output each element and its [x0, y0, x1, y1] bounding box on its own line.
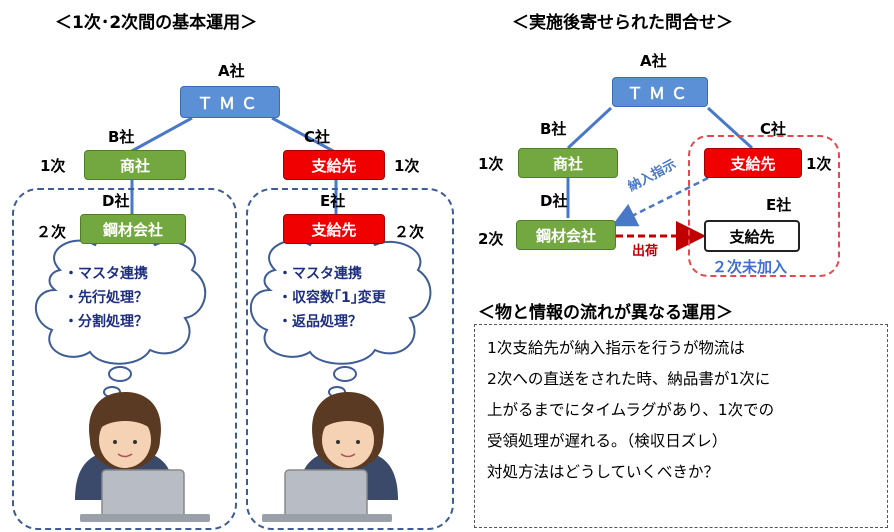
supplier-c-box-right: 支給先	[704, 148, 802, 178]
note-line: 受領処理が遅れる。（検収日ズレ）	[487, 432, 728, 450]
label-company-a-right: A社	[640, 52, 667, 70]
connector-a-b-right	[566, 106, 613, 150]
cloud-list-left: ・マスタ連携 ・先行処理？ ・分割処理？	[64, 262, 148, 334]
person-laptop-illustration-right	[262, 392, 398, 522]
label-tier1-right-right: 1次	[806, 155, 832, 173]
label-company-d: D社	[102, 192, 130, 210]
label-company-b-right: B社	[540, 120, 567, 138]
shipment-label: 出荷	[632, 244, 659, 259]
trading-company-box: 商社	[84, 150, 186, 180]
label-company-e-right: E社	[766, 196, 792, 214]
tmc-box: ＴＭＣ	[180, 86, 280, 118]
label-tier2-right: ２次	[394, 223, 425, 241]
connector-a-c-right	[706, 106, 754, 150]
right-title: ＜実施後寄せられた問合せ＞	[512, 13, 733, 33]
bottom-title: ＜物と情報の流れが異なる運用＞	[478, 303, 733, 323]
label-company-c-right: C社	[760, 120, 787, 138]
steel-company-box-right: 鋼材会社	[516, 220, 616, 250]
label-tier1-left-right: 1次	[478, 155, 504, 173]
not-joined-group	[688, 135, 840, 277]
note-line: 対処方法はどうしていくべきか？	[487, 463, 720, 481]
tier2-group-right	[246, 188, 454, 530]
label-tier1-left: 1次	[40, 157, 66, 175]
supplier-c-box: 支給先	[283, 150, 385, 180]
label-company-b: B社	[108, 128, 135, 146]
person-laptop-illustration-left	[75, 392, 210, 522]
label-tier1-right: 1次	[394, 157, 420, 175]
note-line: 1次支給先が納入指示を行うが物流は	[487, 339, 745, 357]
cloud-item: ・先行処理？	[64, 290, 148, 306]
delivery-instruction-arrow	[611, 176, 709, 227]
label-tier2-left: ２次	[36, 223, 67, 241]
steel-company-box: 鋼材会社	[80, 214, 186, 244]
note-line: 上がるまでにタイムラグがあり、1次での	[487, 401, 775, 419]
left-title: ＜1次･2次間の基本運用＞	[55, 13, 258, 33]
cloud-item: ・マスタ連携	[64, 266, 148, 282]
label-company-c: C社	[304, 128, 331, 146]
cloud-item: ・マスタ連携	[278, 266, 362, 282]
tier2-group-left	[12, 188, 237, 530]
label-company-d-right: D社	[540, 192, 568, 210]
label-tier2-left-right: 2次	[478, 230, 504, 248]
notes-box: 1次支給先が納入指示を行うが物流は 2次への直送をされた時、納品書が1次に 上が…	[474, 324, 888, 528]
label-company-e: E社	[320, 192, 346, 210]
connector-a-c	[271, 116, 336, 154]
trading-company-box-right: 商社	[518, 148, 618, 178]
cloud-item: ・分割処理？	[64, 314, 148, 330]
not-joined-label: ２次未加入	[712, 258, 788, 276]
label-company-a: A社	[218, 62, 245, 80]
cloud-list-right: ・マスタ連携 ・収容数｢1｣変更 ・返品処理？	[278, 262, 386, 334]
note-line: 2次への直送をされた時、納品書が1次に	[487, 370, 771, 388]
cloud-item: ・返品処理？	[278, 314, 362, 330]
supplier-e-box: 支給先	[283, 214, 385, 244]
supplier-e-box-right: 支給先	[704, 220, 800, 252]
connector-a-b	[129, 116, 193, 154]
tmc-box-right: ＴＭＣ	[612, 77, 708, 107]
cloud-item: ・収容数｢1｣変更	[278, 290, 386, 306]
